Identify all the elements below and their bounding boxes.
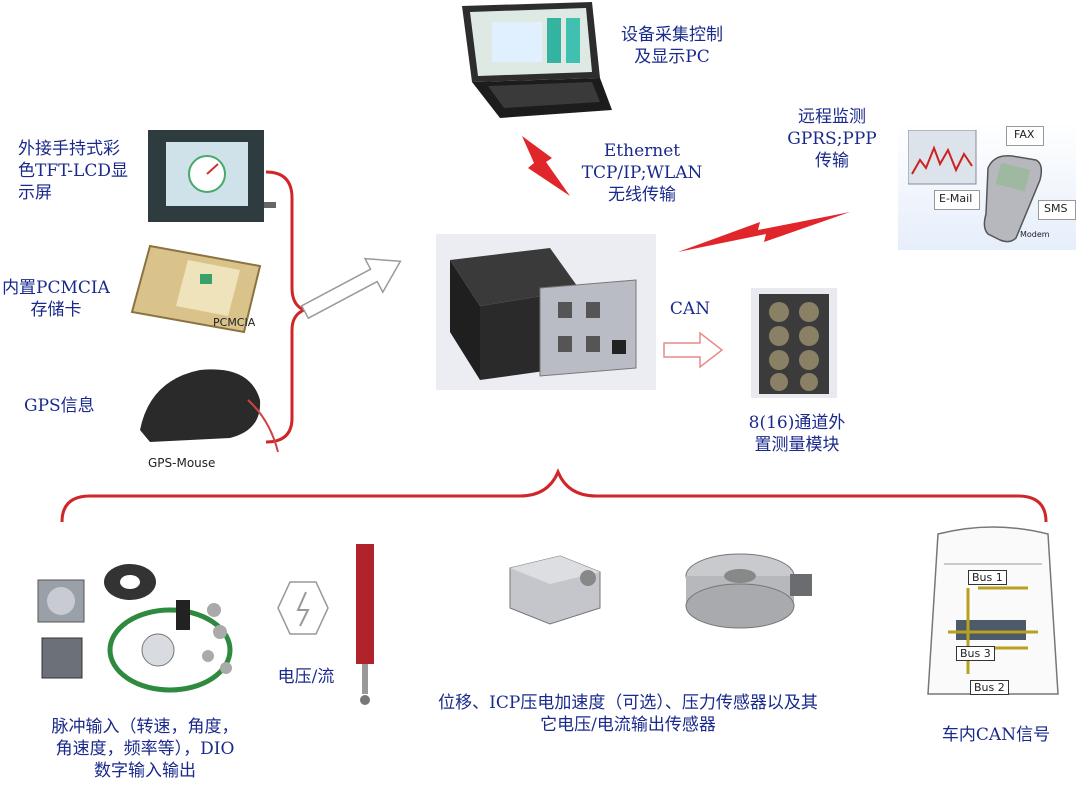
car-can-icon <box>927 526 1059 695</box>
phone-icon <box>983 155 1043 243</box>
sensors-label: 位移、ICP压电加速度（可选）、压力传感器以及其 它电压/电流输出传感器 <box>438 693 818 735</box>
gps-label: GPS信息 <box>24 396 95 416</box>
bus1-text: Bus 1 <box>968 570 1007 585</box>
pcmcia-card-icon <box>130 244 262 334</box>
lightning-icon <box>522 136 570 196</box>
ethernet-label: Ethernet TCP/IP;WLAN 无线传输 <box>581 141 703 205</box>
bus3-text: Bus 3 <box>956 646 995 661</box>
chart-screen-icon <box>908 130 977 185</box>
load-cell-icon <box>685 553 812 629</box>
remote-label: 远程监测 GPRS;PPP 传输 <box>787 107 877 171</box>
pcmcia-card-text: PCMCIA <box>213 316 256 329</box>
fax-text: FAX <box>1014 128 1035 141</box>
lightning-gprs-icon <box>678 212 850 252</box>
can-arrow-icon <box>663 331 724 369</box>
tft-display-icon <box>148 130 276 222</box>
bus2-text: Bus 2 <box>970 680 1009 695</box>
sms-text: SMS <box>1044 202 1068 215</box>
modem-text: Modem <box>1020 230 1050 239</box>
tft-label: 外接手持式彩 色TFT-LCD显 示屏 <box>18 139 128 203</box>
can-label: CAN <box>669 299 711 319</box>
laptop-icon <box>462 2 612 118</box>
accelerometer-icon <box>509 555 601 625</box>
email-badge <box>934 190 980 210</box>
bottom-brace <box>60 468 1048 523</box>
voltage-label: 电压/流 <box>277 667 335 687</box>
gps-mouse-icon <box>140 369 279 453</box>
module-label: 8(16)通道外 置测量模块 <box>748 413 846 455</box>
gps-mouse-text: GPS-Mouse <box>148 456 216 470</box>
displacement-sensor-icon <box>356 544 374 705</box>
hollow-arrow-icon <box>300 257 402 320</box>
can-signal-label: 车内CAN信号 <box>941 725 1051 745</box>
voltage-symbol-icon <box>277 581 329 635</box>
daq-unit-icon <box>450 248 637 380</box>
pc-label: 设备采集控制 及显示PC <box>621 25 723 67</box>
can-module-icon <box>759 294 829 394</box>
sms-badge <box>1038 200 1076 220</box>
pulse-label: 脉冲输入（转速，角度， 角速度，频率等），DIO 数字输入输出 <box>51 717 239 781</box>
pcmcia-label: 内置PCMCIA 存储卡 <box>2 278 110 320</box>
fax-badge <box>1006 126 1044 146</box>
encoder-icon <box>37 564 233 693</box>
email-text: E-Mail <box>939 192 973 205</box>
